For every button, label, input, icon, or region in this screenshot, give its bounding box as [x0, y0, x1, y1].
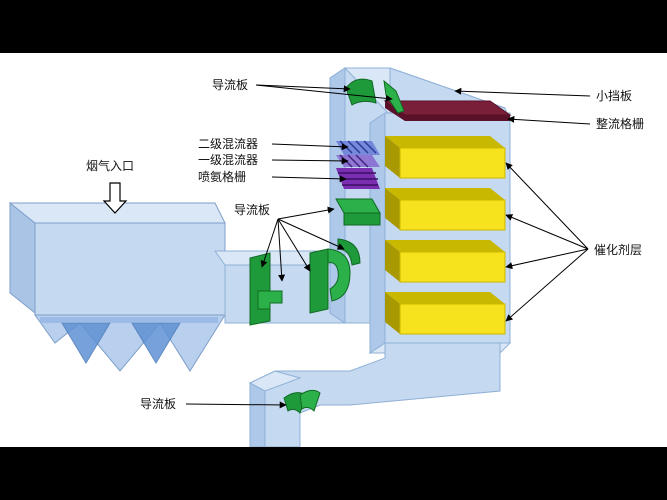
- deflector-bottom: [283, 389, 321, 414]
- deflector-mid: [249, 238, 361, 326]
- label-catalyst-layer: 催化剂层: [594, 242, 642, 257]
- label-ammonia-grid: 喷氨格栅: [198, 169, 246, 184]
- label-deflector-top: 导流板: [212, 78, 248, 92]
- boiler-hopper: [8, 201, 226, 372]
- label-mixer-2: 二级混流器: [198, 137, 258, 151]
- label-small-baffle: 小挡板: [596, 89, 632, 103]
- label-mixer-1: 一级混流器: [198, 153, 258, 167]
- deflector-upper-riser: [335, 198, 381, 226]
- diagram-frame: 导流板 小挡板 整流格栅 二级混流器 一级混流器 喷氨格栅 烟气入口 导流板 催…: [0, 53, 667, 447]
- label-flue-inlet: 烟气入口: [86, 158, 134, 173]
- outlet-duct: [248, 342, 501, 447]
- flue-inlet-arrow: [102, 182, 128, 214]
- catalyst-layer-4: [385, 292, 506, 335]
- catalyst-layer-3: [385, 240, 506, 283]
- leader-arrows: [185, 84, 591, 409]
- label-deflector-bottom: 导流板: [140, 397, 176, 411]
- catalyst-layers: [385, 136, 506, 335]
- label-flow-grid: 整流格栅: [596, 116, 644, 131]
- catalyst-layer-1: [385, 136, 506, 179]
- catalyst-layer-2: [385, 188, 506, 231]
- deflector-top: [345, 78, 405, 114]
- scr-system-diagram: 导流板 小挡板 整流格栅 二级混流器 一级混流器 喷氨格栅 烟气入口 导流板 催…: [8, 67, 644, 447]
- label-deflector-mid: 导流板: [234, 203, 270, 217]
